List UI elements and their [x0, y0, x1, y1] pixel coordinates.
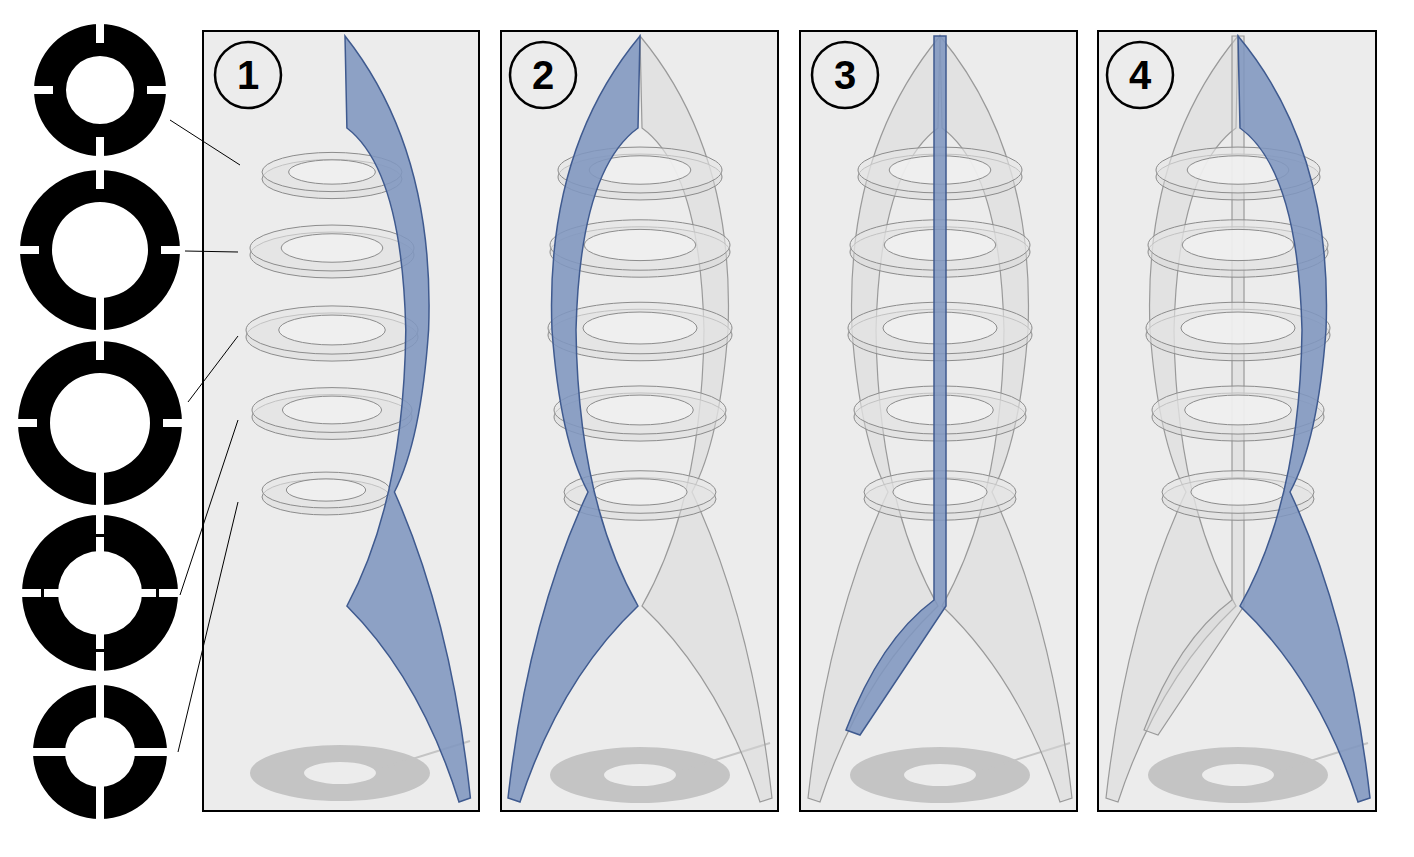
ring-top — [252, 388, 412, 433]
shadow-ring — [850, 747, 1030, 803]
ring-slot — [96, 633, 104, 649]
ring-slot — [133, 748, 149, 756]
ring-hole — [1182, 229, 1294, 260]
ghost-fin — [1144, 36, 1244, 735]
step-label: 1 — [237, 55, 259, 95]
leader-line — [180, 420, 238, 595]
active-fin — [1238, 36, 1370, 802]
ring-top — [250, 225, 414, 271]
leader-line — [178, 502, 238, 752]
step-number: 4 — [1105, 40, 1175, 110]
ring-body — [34, 24, 166, 156]
ring-slot — [96, 514, 104, 534]
ring-slot — [96, 296, 104, 312]
ring-slot — [140, 589, 156, 597]
ring-slot — [96, 486, 104, 506]
active-fin — [846, 36, 946, 735]
step-number: 1 — [213, 40, 283, 110]
ghost-ring — [252, 388, 412, 440]
ring-body — [22, 515, 178, 671]
step-label: 2 — [532, 55, 554, 95]
ring-piece — [19, 169, 181, 331]
step-panel — [1098, 31, 1376, 811]
step-circle — [812, 42, 878, 108]
ring-slot — [96, 800, 104, 820]
ring-slot — [17, 419, 37, 427]
step-number: 2 — [508, 40, 578, 110]
ring-slot — [32, 748, 52, 756]
ring-hole — [587, 395, 694, 425]
ring-slot — [96, 311, 104, 331]
step-circle — [1107, 42, 1173, 108]
ring-body — [20, 170, 180, 330]
ring-hole — [289, 160, 376, 184]
ring-hole — [286, 479, 365, 501]
ring-body — [33, 685, 167, 819]
ring-slot — [96, 684, 104, 704]
floor-shadow — [850, 743, 1070, 803]
floor-shadow — [250, 741, 470, 801]
ring-top — [246, 306, 418, 354]
shadow-ring — [550, 747, 730, 803]
step-number: 3 — [810, 40, 880, 110]
step-panel — [203, 31, 479, 811]
ring-slot — [96, 23, 104, 43]
ring-piece — [33, 23, 167, 157]
ring-slot — [148, 748, 168, 756]
step-circle — [510, 42, 576, 108]
ring-hole — [279, 315, 386, 345]
ring-hole — [281, 234, 383, 262]
ring-slot — [96, 652, 104, 672]
ring-hole — [593, 479, 687, 505]
ring-hole — [1185, 395, 1292, 425]
ring-hole — [583, 312, 697, 344]
step-panel — [501, 31, 778, 811]
ring-slot — [44, 589, 60, 597]
leader-line — [170, 120, 240, 165]
ring-piece — [17, 340, 183, 506]
ring-slot — [96, 471, 104, 487]
ghost-ring — [246, 306, 418, 361]
ghost-ring — [262, 472, 390, 515]
ring-slot — [19, 246, 39, 254]
ring-slot — [163, 419, 183, 427]
ring-hole — [584, 229, 696, 260]
ring-body — [18, 341, 182, 505]
floor-shadow — [550, 743, 770, 803]
ring-hole — [282, 396, 381, 424]
step-circle — [215, 42, 281, 108]
leader-line — [188, 336, 238, 402]
step-label: 4 — [1129, 55, 1151, 95]
ring-slot — [96, 340, 104, 360]
ghost-ring — [250, 225, 414, 278]
ring-piece — [32, 684, 168, 820]
ring-slot — [96, 169, 104, 189]
floor-shadow — [1148, 743, 1368, 803]
ring-slot — [21, 589, 41, 597]
ring-slot — [96, 785, 104, 801]
leader-line — [185, 251, 238, 252]
ring-slot — [96, 137, 104, 157]
ring-hole — [1181, 312, 1295, 344]
ring-slot — [51, 748, 67, 756]
ring-piece — [21, 514, 179, 672]
shadow-ring — [1148, 747, 1328, 803]
ring-top — [262, 472, 390, 508]
shadow-ring — [250, 745, 430, 801]
ring-slot — [161, 246, 181, 254]
active-fin — [345, 36, 470, 802]
ring-slot — [96, 537, 104, 553]
ring-hole — [1191, 479, 1285, 505]
ring-slot — [33, 86, 53, 94]
ring-slot — [159, 589, 179, 597]
ring-slot — [96, 703, 104, 719]
ring-slot — [147, 86, 167, 94]
active-fin — [508, 36, 640, 802]
step-panel — [800, 31, 1077, 811]
step-label: 3 — [834, 55, 856, 95]
